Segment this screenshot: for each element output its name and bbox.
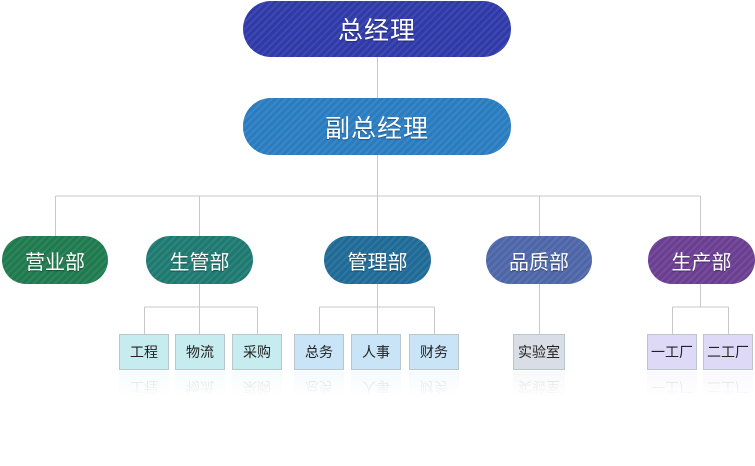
unit-box-caigou: 采购: [232, 334, 282, 370]
dept-node-guanli: 管理部: [324, 236, 431, 284]
dept-label: 生产部: [671, 249, 732, 274]
unit-box-ergongchang: 二工厂: [703, 334, 753, 370]
unit-label: 工程: [130, 345, 158, 361]
dept-node-shengchan: 生产部: [648, 236, 755, 284]
dept-label: 管理部: [347, 249, 408, 274]
unit-reflection: 采购: [232, 371, 282, 397]
unit-reflection: 财务: [409, 371, 459, 397]
unit-reflection: 二工厂: [703, 371, 753, 397]
unit-reflection: 总务: [294, 371, 344, 397]
unit-label: 一工厂: [651, 345, 693, 361]
vp-node: 副总经理: [243, 98, 511, 155]
unit-box-shiyanshi: 实验室: [513, 334, 565, 370]
unit-label: 人事: [362, 345, 390, 361]
dept-label: 营业部: [25, 249, 85, 274]
unit-box-gongcheng: 工程: [119, 334, 169, 370]
unit-box-zongwu: 总务: [294, 334, 344, 370]
unit-reflection: 工程: [119, 371, 169, 397]
unit-label: 实验室: [518, 345, 560, 361]
dept-node-pinzhi: 品质部: [486, 236, 592, 284]
unit-reflection: 人事: [351, 371, 401, 397]
dept-label: 生管部: [169, 249, 230, 274]
dept-node-yingye: 营业部: [2, 236, 108, 284]
unit-label: 总务: [305, 345, 333, 361]
unit-reflection: 一工厂: [647, 371, 697, 397]
unit-reflection: 物流: [175, 371, 225, 397]
unit-box-caiwu: 财务: [409, 334, 459, 370]
dept-label: 品质部: [509, 249, 569, 274]
unit-box-renshi: 人事: [351, 334, 401, 370]
ceo-node: 总经理: [243, 1, 511, 57]
unit-reflection: 实验室: [513, 371, 565, 397]
unit-box-wuliu: 物流: [175, 334, 225, 370]
unit-label: 二工厂: [707, 345, 749, 361]
unit-label: 物流: [186, 345, 214, 361]
unit-label: 采购: [243, 345, 271, 361]
unit-label: 财务: [420, 345, 448, 361]
ceo-label: 总经理: [337, 16, 416, 45]
unit-box-yigongchang: 一工厂: [647, 334, 697, 370]
dept-node-shengguan: 生管部: [146, 236, 253, 284]
vp-label: 副总经理: [324, 113, 429, 143]
